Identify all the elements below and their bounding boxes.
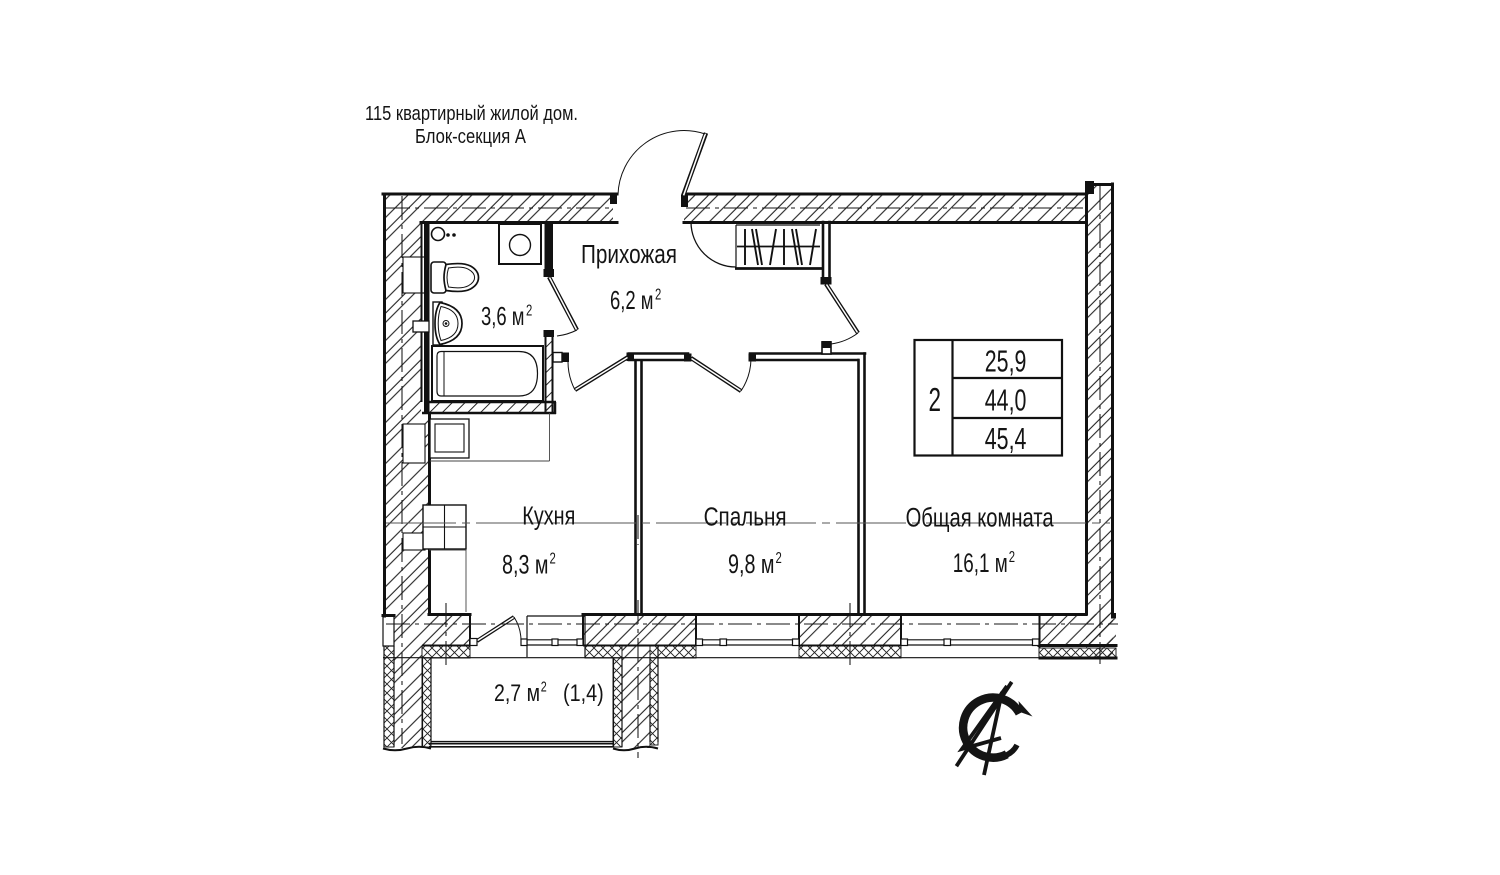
svg-text:8,3 м: 8,3 м (502, 550, 549, 580)
svg-text:2: 2 (541, 679, 547, 696)
svg-text:Общая комната: Общая комната (906, 502, 1054, 532)
svg-text:2,7 м: 2,7 м (494, 680, 540, 707)
svg-text:2: 2 (1009, 549, 1015, 566)
svg-text:25,9: 25,9 (985, 344, 1027, 379)
svg-text:6,2 м: 6,2 м (610, 285, 654, 315)
svg-text:45,4: 45,4 (985, 421, 1027, 456)
svg-text:16,1 м: 16,1 м (953, 548, 1008, 578)
svg-text:Спальня: Спальня (704, 501, 787, 531)
svg-text:2: 2 (929, 381, 942, 418)
svg-text:Прихожая: Прихожая (581, 239, 677, 269)
svg-text:3,6 м: 3,6 м (481, 301, 525, 331)
svg-text:2: 2 (526, 303, 532, 320)
svg-text:(1,4): (1,4) (563, 680, 604, 707)
svg-text:2: 2 (550, 551, 556, 568)
svg-text:Кухня: Кухня (522, 502, 575, 530)
svg-text:2: 2 (776, 550, 782, 567)
svg-text:44,0: 44,0 (985, 383, 1027, 418)
svg-text:9,8 м: 9,8 м (728, 549, 775, 579)
svg-text:2: 2 (655, 287, 661, 304)
svg-text:115 квартирный жилой дом.: 115 квартирный жилой дом. (365, 102, 578, 125)
svg-text:Блок-секция А: Блок-секция А (415, 125, 526, 148)
